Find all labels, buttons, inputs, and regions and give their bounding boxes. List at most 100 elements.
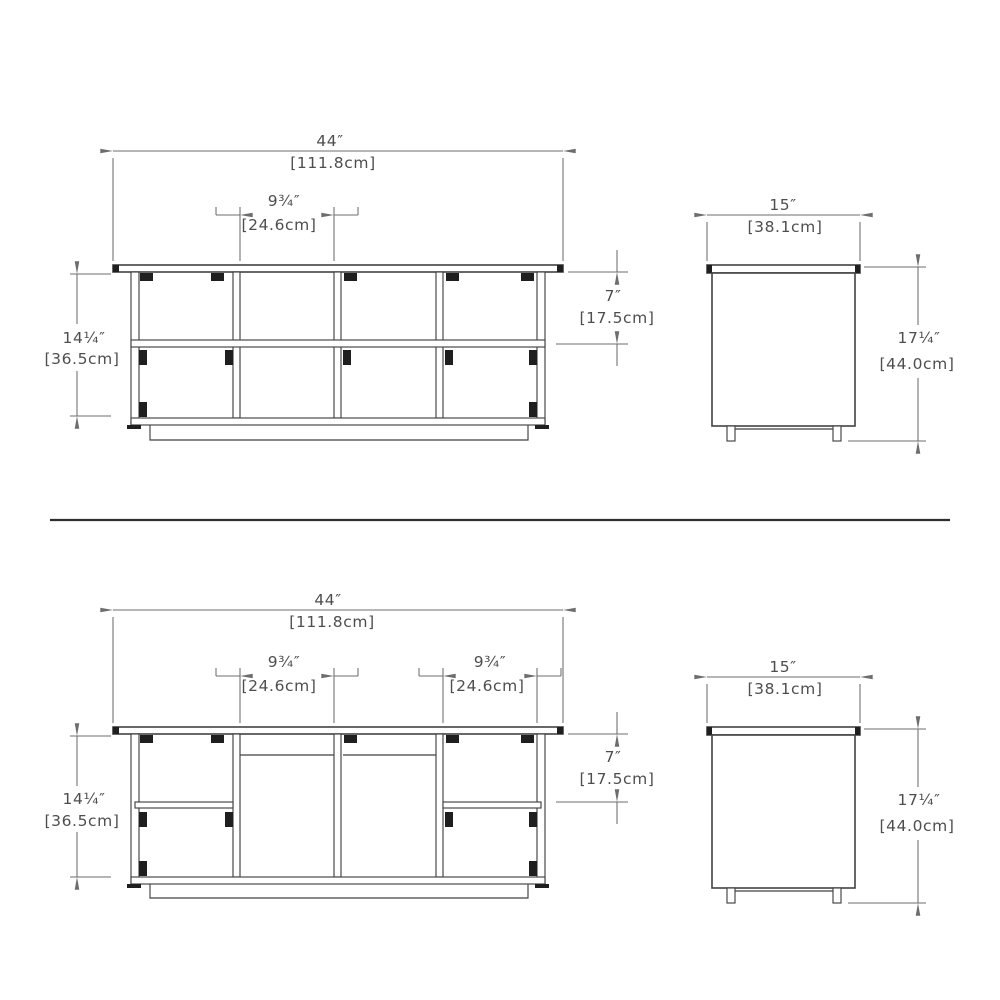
clip-mark bbox=[140, 273, 153, 281]
upper-front-width-dimension: 44″ [111.8cm] bbox=[100, 132, 576, 261]
leg bbox=[726, 887, 736, 904]
countertop-end-cap bbox=[113, 727, 119, 734]
end-panel bbox=[130, 271, 140, 426]
dimension-label-metric: [17.5cm] bbox=[579, 770, 654, 788]
lower-front-view bbox=[112, 726, 564, 899]
cabinet-body bbox=[711, 734, 856, 889]
upper-side-height-dimension: 17¼″ [44.0cm] bbox=[848, 254, 954, 454]
clip-mark bbox=[521, 273, 534, 281]
leg bbox=[832, 425, 842, 442]
foot-mark bbox=[127, 425, 141, 429]
dimension-label: 9¾″ bbox=[268, 653, 300, 671]
divider bbox=[333, 733, 342, 878]
upper-front-opening-dimension: 9¾″ [24.6cm] bbox=[215, 192, 359, 261]
bottom-shelf bbox=[130, 417, 546, 426]
dimension-label-metric: [38.1cm] bbox=[747, 218, 822, 236]
foot-mark bbox=[535, 425, 549, 429]
dimension-label: 17¼″ bbox=[898, 329, 941, 347]
lower-front-width-dimension: 44″ [111.8cm] bbox=[100, 591, 576, 723]
clip-mark bbox=[529, 812, 537, 827]
dimension-label-metric: [17.5cm] bbox=[579, 309, 654, 327]
dimension-label: 15″ bbox=[769, 196, 796, 214]
clip-mark bbox=[344, 273, 357, 281]
dimension-label-metric: [36.5cm] bbox=[44, 350, 119, 368]
lower-front-left-door-dimension: 9¾″ [24.6cm] bbox=[215, 653, 359, 723]
end-panel bbox=[536, 271, 546, 426]
lower-side-depth-dimension: 15″ [38.1cm] bbox=[694, 658, 873, 723]
upper-front-shelf-dimension: 7″ [17.5cm] bbox=[556, 250, 654, 366]
dimension-label-metric: [24.6cm] bbox=[449, 677, 524, 695]
clip-mark bbox=[446, 735, 459, 743]
clip-mark bbox=[446, 273, 459, 281]
countertop-end-cap bbox=[855, 265, 860, 273]
foot-mark bbox=[535, 884, 549, 888]
leg bbox=[832, 887, 842, 904]
clip-mark bbox=[529, 861, 537, 876]
middle-shelf bbox=[130, 339, 546, 348]
clip-mark bbox=[344, 735, 357, 743]
countertop bbox=[706, 264, 861, 274]
middle-shelf bbox=[134, 801, 234, 809]
countertop bbox=[112, 726, 564, 735]
clip-mark bbox=[139, 812, 147, 827]
countertop bbox=[112, 264, 564, 273]
clip-mark bbox=[139, 350, 147, 365]
cabinet-body bbox=[711, 272, 856, 427]
dimension-label: 14¼″ bbox=[63, 790, 106, 808]
clip-mark bbox=[225, 812, 233, 827]
dimension-label: 17¼″ bbox=[898, 791, 941, 809]
bottom-shelf bbox=[130, 876, 546, 885]
clip-mark bbox=[139, 402, 147, 417]
countertop-end-cap bbox=[557, 727, 563, 734]
toe-kick-base bbox=[149, 425, 529, 441]
countertop-end-cap bbox=[707, 727, 712, 735]
lower-front-height-dimension: 14¼″ [36.5cm] bbox=[44, 723, 119, 890]
dimension-label: 7″ bbox=[605, 287, 622, 305]
dimension-label-metric: [111.8cm] bbox=[290, 154, 376, 172]
clip-mark bbox=[521, 735, 534, 743]
middle-shelf bbox=[442, 801, 542, 809]
clip-mark bbox=[225, 350, 233, 365]
countertop-end-cap bbox=[113, 265, 119, 272]
dimension-label-metric: [24.6cm] bbox=[241, 216, 316, 234]
dimension-label: 14¼″ bbox=[63, 329, 106, 347]
lower-front-shelf-dimension: 7″ [17.5cm] bbox=[556, 712, 654, 824]
upper-side-depth-dimension: 15″ [38.1cm] bbox=[694, 196, 873, 261]
clip-mark bbox=[343, 350, 351, 365]
clip-mark bbox=[211, 273, 224, 281]
end-panel bbox=[536, 733, 546, 885]
countertop bbox=[706, 726, 861, 736]
clip-mark bbox=[140, 735, 153, 743]
toe-kick-base bbox=[149, 884, 529, 899]
dimension-label: 44″ bbox=[314, 591, 341, 609]
dimension-label: 44″ bbox=[316, 132, 343, 150]
lower-side-view bbox=[706, 726, 861, 904]
clip-mark bbox=[445, 812, 453, 827]
foot-mark bbox=[127, 884, 141, 888]
divider bbox=[435, 733, 444, 878]
dimension-label-metric: [44.0cm] bbox=[879, 817, 954, 835]
dimension-label: 7″ bbox=[605, 748, 622, 766]
leg bbox=[726, 425, 736, 442]
upper-side-view bbox=[706, 264, 861, 442]
upper-front-view bbox=[112, 264, 564, 441]
dimension-label-metric: [44.0cm] bbox=[879, 355, 954, 373]
dimension-label: 15″ bbox=[769, 658, 796, 676]
dimension-label-metric: [24.6cm] bbox=[241, 677, 316, 695]
dimension-label-metric: [38.1cm] bbox=[747, 680, 822, 698]
dimension-label: 9¾″ bbox=[474, 653, 506, 671]
end-panel bbox=[130, 733, 140, 885]
clip-mark bbox=[445, 350, 453, 365]
countertop-end-cap bbox=[855, 727, 860, 735]
lower-side-height-dimension: 17¼″ [44.0cm] bbox=[848, 716, 954, 916]
clip-mark bbox=[139, 861, 147, 876]
dimension-label-metric: [111.8cm] bbox=[289, 613, 375, 631]
clip-mark bbox=[529, 350, 537, 365]
countertop-end-cap bbox=[557, 265, 563, 272]
clip-mark bbox=[529, 402, 537, 417]
lower-front-right-opening-dimension: 9¾″ [24.6cm] bbox=[418, 653, 562, 723]
upper-front-height-dimension: 14¼″ [36.5cm] bbox=[44, 261, 119, 429]
divider bbox=[232, 733, 241, 878]
